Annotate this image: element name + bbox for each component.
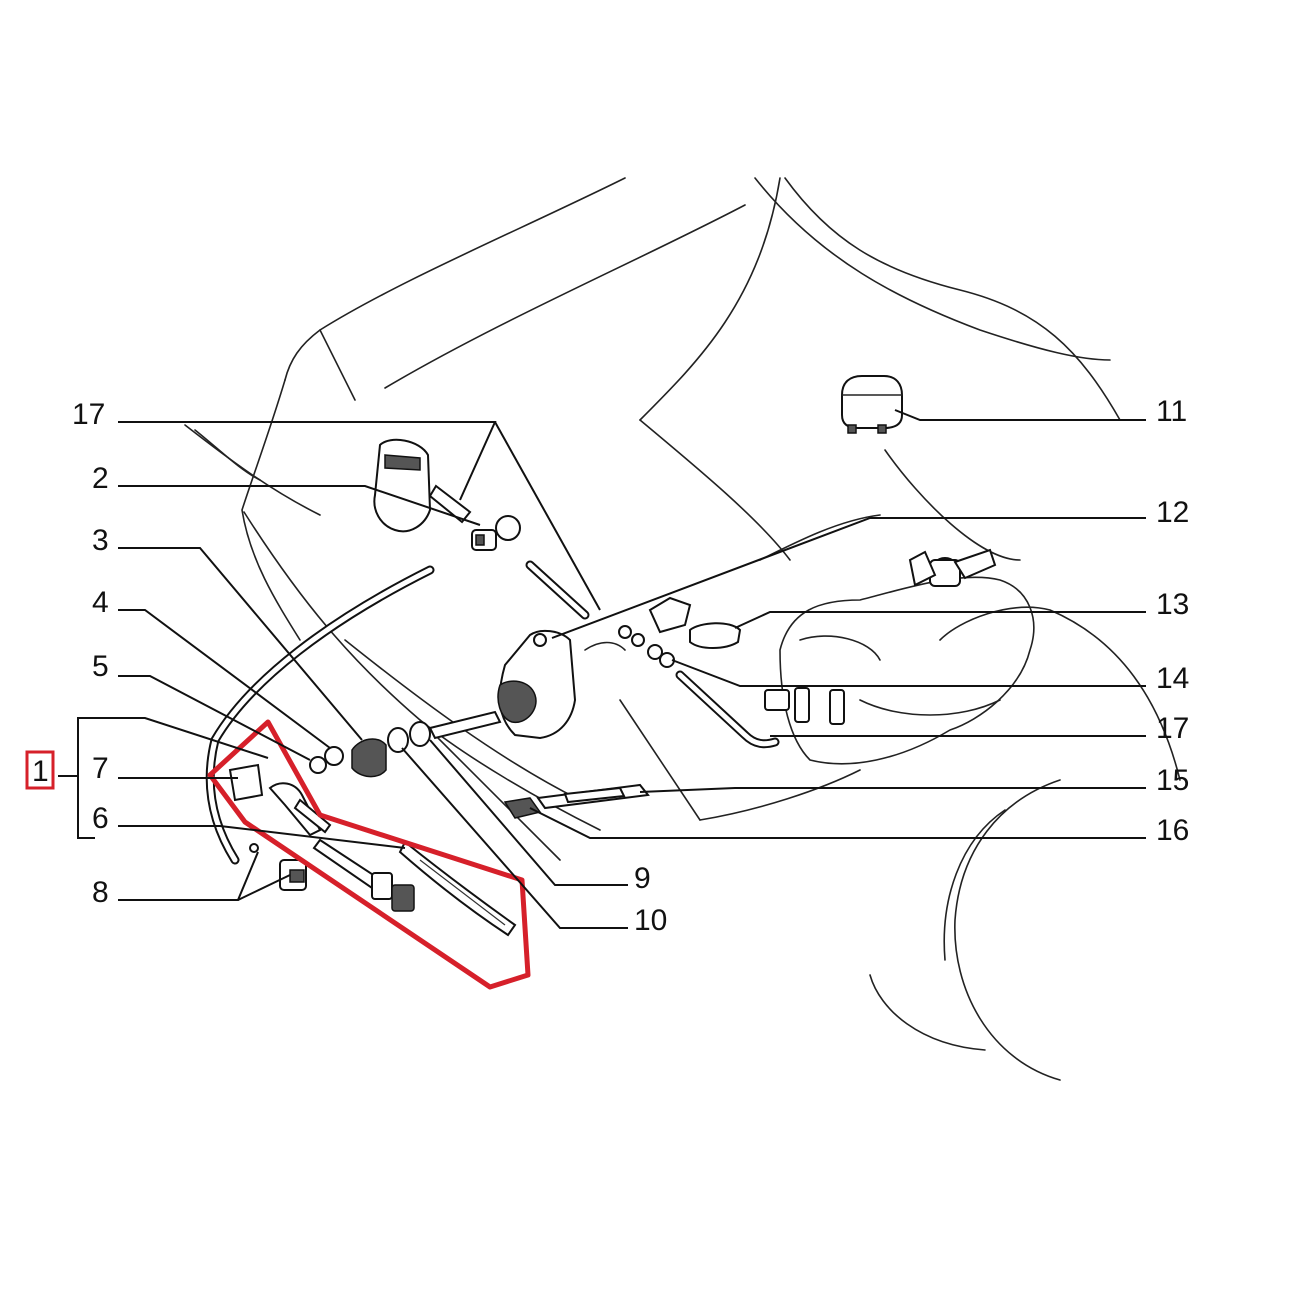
mounting-hardware: [309, 721, 431, 778]
part-8-spindle: [249, 843, 259, 853]
part-3-bushing: [351, 738, 387, 778]
label-17-top: 17: [72, 398, 105, 431]
vehicle-body-outline: [184, 177, 1181, 1081]
label-15: 15: [1156, 764, 1189, 797]
part-10-washer: [387, 727, 409, 753]
highlight-outline: [207, 719, 531, 990]
label-4: 4: [92, 586, 109, 619]
label-7: 7: [92, 752, 109, 785]
label-9: 9: [634, 862, 651, 895]
washer-hoses: [525, 560, 780, 749]
part-7-cover-cap: [228, 763, 264, 802]
label-5: 5: [92, 650, 109, 683]
label-16: 16: [1156, 814, 1189, 847]
label-2: 2: [92, 462, 109, 495]
label-12: 12: [1156, 496, 1189, 529]
label-8: 8: [92, 876, 109, 909]
label-13: 13: [1156, 588, 1189, 621]
label-14: 14: [1156, 662, 1189, 695]
part-9-spacer: [409, 721, 431, 747]
part-11-relay: [841, 375, 903, 434]
label-17-right: 17: [1156, 712, 1189, 745]
label-10: 10: [634, 904, 667, 937]
label-6: 6: [92, 802, 109, 835]
label-11: 11: [1156, 395, 1187, 428]
label-1-highlight-box: [25, 750, 55, 790]
part-2-washer-nozzle: [471, 515, 521, 551]
rear-wiper-motor: [373, 438, 472, 533]
washer-reservoir: [764, 548, 1035, 765]
label-3: 3: [92, 524, 109, 557]
callout-labels: 17 2 3 4 5 7 6 8 1 9 10 11 12 13 14 17 1…: [25, 395, 1189, 937]
leader-lines: [58, 409, 1146, 929]
wiper-motor: [428, 629, 577, 740]
label-1: 1: [32, 755, 49, 788]
wiper-arm-assembly: [228, 763, 517, 937]
part-4-nut: [324, 746, 344, 766]
